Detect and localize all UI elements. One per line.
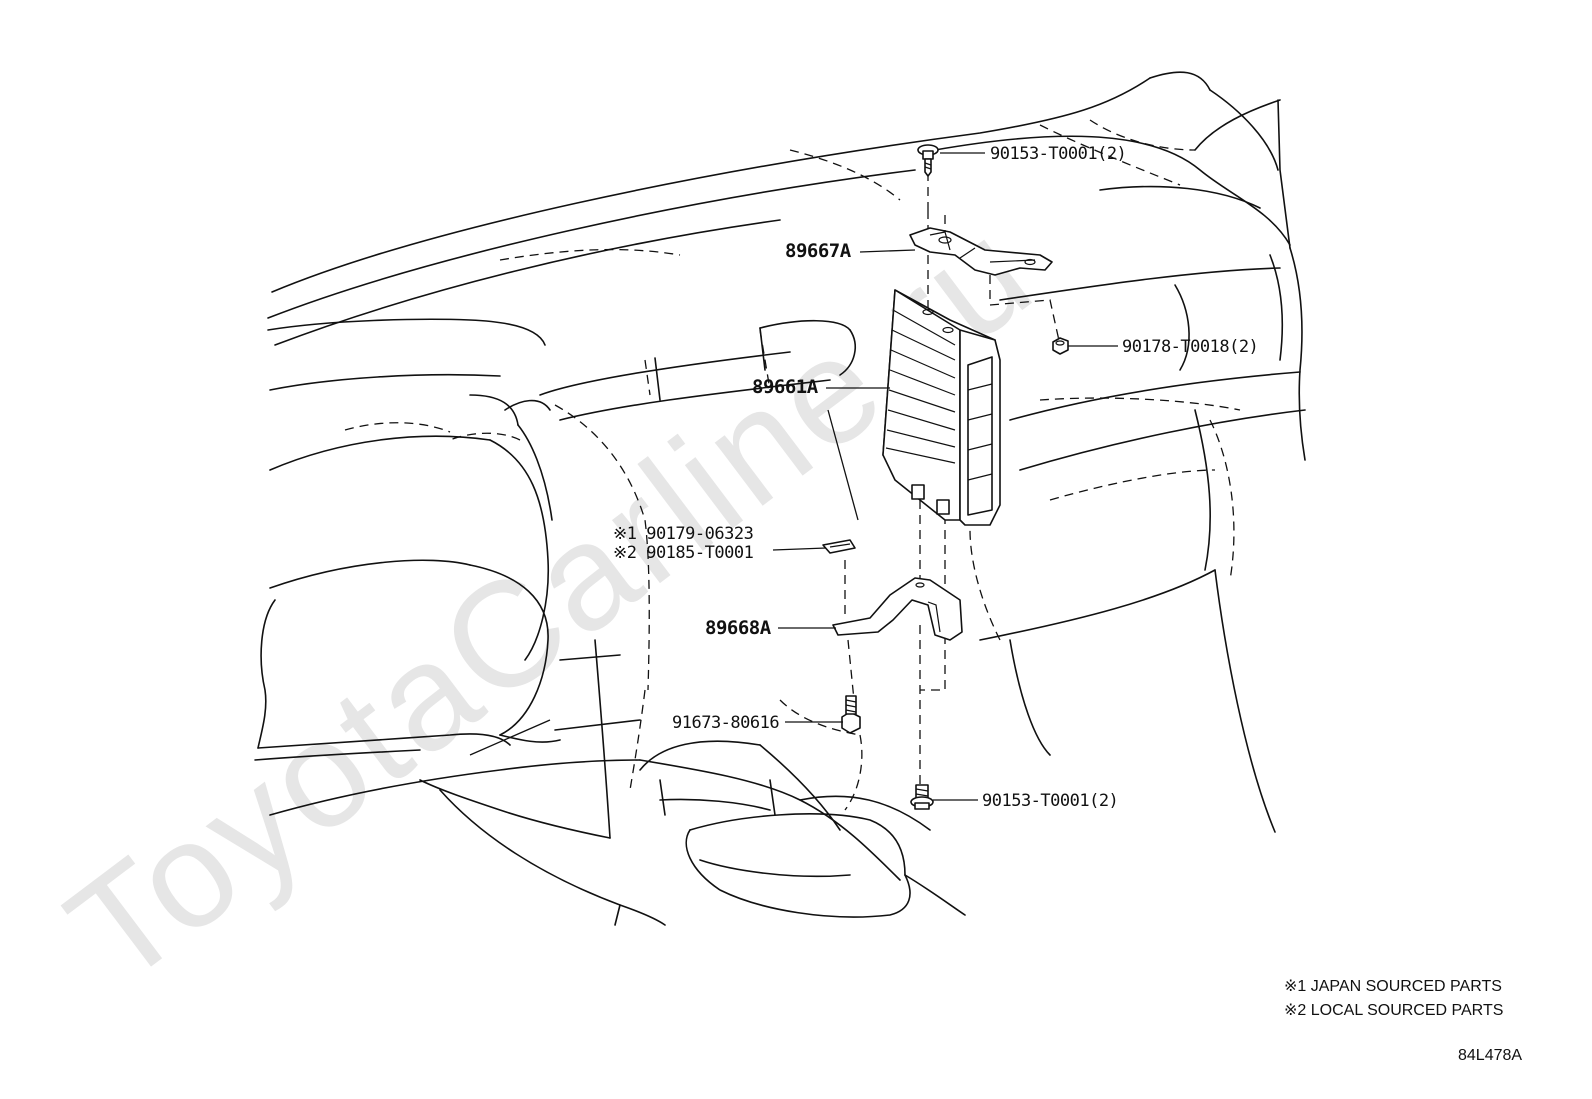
clip-icon[interactable] (822, 539, 856, 554)
bolt-icon[interactable] (841, 695, 861, 734)
callout-ecu[interactable]: 89661A (752, 376, 819, 398)
legend-notes: ※1 JAPAN SOURCED PARTS ※2 LOCAL SOURCED … (1284, 978, 1522, 1064)
callout-screw-top[interactable]: 90153-T0001(2) (990, 144, 1127, 164)
diagram-id: 84L478A (1458, 1047, 1522, 1064)
bracket-lower-icon[interactable] (832, 577, 963, 641)
callout-bracket-upper[interactable]: 89667A (785, 240, 852, 262)
callout-clip-japan[interactable]: ※1 90179-06323 (613, 524, 754, 544)
nut-icon[interactable] (1052, 337, 1069, 355)
callouts: 90153-T0001(2) 89667A 90178-T0018(2) 896… (613, 144, 1259, 811)
screw-top-icon[interactable] (917, 144, 939, 177)
callout-bolt[interactable]: 91673-80616 (672, 713, 780, 733)
ecu-module-icon[interactable] (882, 289, 1001, 526)
bracket-upper-icon[interactable] (909, 227, 1053, 276)
callout-clip-local[interactable]: ※2 90185-T0001 (613, 543, 754, 563)
screw-bottom-icon[interactable] (910, 784, 934, 810)
note-local-sourced: ※2 LOCAL SOURCED PARTS (1284, 1002, 1503, 1019)
note-japan-sourced: ※1 JAPAN SOURCED PARTS (1284, 978, 1502, 995)
callout-nut[interactable]: 90178-T0018(2) (1122, 337, 1259, 357)
leader-lines (469, 152, 1118, 801)
dashboard-outline (254, 71, 1306, 926)
callout-bracket-lower[interactable]: 89668A (705, 617, 772, 639)
callout-screw-bottom[interactable]: 90153-T0001(2) (982, 791, 1119, 811)
